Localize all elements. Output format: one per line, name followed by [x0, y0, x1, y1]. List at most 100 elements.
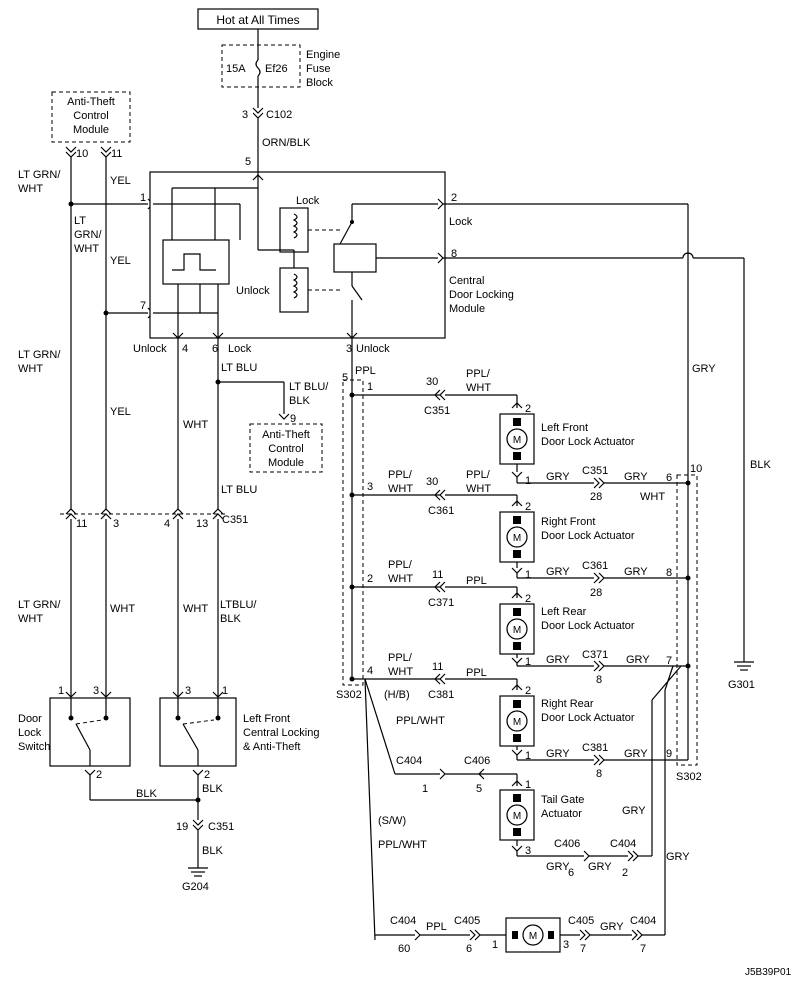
- wire-wht-lfc: WHT: [183, 603, 208, 615]
- svg-text:M: M: [513, 717, 521, 728]
- wire-ltblu-blk-a: LT BLU/: [289, 381, 329, 393]
- rear-motor: M: [505, 917, 561, 953]
- c404-pin-2: 2: [622, 867, 628, 879]
- timer-block: [162, 239, 230, 285]
- c351-pin-19: 19: [176, 821, 188, 833]
- rf-actuator-label-2: Door Lock Actuator: [541, 530, 635, 542]
- module-pin-7: 7: [140, 300, 146, 312]
- c351-label-ground: C351: [208, 821, 234, 833]
- fuse-block-label-1: Engine: [306, 49, 340, 61]
- wire-ltgrn-1b: WHT: [18, 183, 43, 195]
- c404-pin-7: 7: [640, 943, 646, 955]
- lf-actuator-label-2: Door Lock Actuator: [541, 436, 635, 448]
- lr-actuator-label-2: Door Lock Actuator: [541, 620, 635, 632]
- module-pin-8: 8: [451, 248, 457, 260]
- fuse-id: Ef26: [265, 63, 288, 75]
- motor-pin-3: 3: [563, 939, 569, 951]
- dls-label-1: Door: [18, 713, 42, 725]
- fuse-block-label-2: Fuse: [306, 63, 330, 75]
- module-pin-4: 4: [182, 343, 188, 355]
- unlock-coil-label: Unlock: [236, 285, 270, 297]
- c405-pin-6: 6: [466, 943, 472, 955]
- wire-ltgrn-3b: WHT: [18, 363, 43, 375]
- anti-theft-mid-2: Control: [268, 443, 303, 455]
- svg-text:1: 1: [525, 569, 531, 581]
- wire-blk-g301: BLK: [750, 459, 771, 471]
- s302r-pin-9: 9: [666, 748, 672, 760]
- c371-pin-11: 11: [432, 569, 443, 581]
- c404-pin-60: 60: [398, 943, 410, 955]
- wire-gry-tg-vert: GRY: [622, 805, 646, 817]
- c381-label-rr-ret: C381: [582, 742, 608, 754]
- at-pin-11: 11: [111, 148, 122, 160]
- rr-actuator-label-2: Door Lock Actuator: [541, 712, 635, 724]
- c351-pin-30: 30: [426, 376, 438, 388]
- fuse-block-label-3: Block: [306, 77, 333, 89]
- wire-ltblu-blk2-a: LTBLU/: [220, 599, 257, 611]
- wire-ltgrn-4b: WHT: [18, 613, 43, 625]
- at-mid-pin-9: 9: [290, 413, 296, 425]
- splice-s302-left: [342, 379, 364, 686]
- svg-text:1: 1: [525, 656, 531, 668]
- svg-text:M: M: [513, 435, 521, 446]
- lock-pin-label: Lock: [228, 343, 252, 355]
- dls-pin-2: 2: [96, 769, 102, 781]
- wire-orn-blk: ORN/BLK: [262, 137, 311, 149]
- wire-ppl-wht-rf1-b: WHT: [388, 483, 413, 495]
- s302-right-label: S302: [676, 771, 702, 783]
- wire-gry-rf: GRY: [546, 566, 570, 578]
- lock-coil-label: Lock: [296, 195, 320, 207]
- anti-theft-top-2: Control: [73, 110, 108, 122]
- c371-label-lr: C371: [428, 597, 454, 609]
- wire-ltblu-blk-b: BLK: [289, 395, 310, 407]
- lf-actuator-label-1: Left Front: [541, 422, 588, 434]
- c405-label-bottom-r: C405: [568, 915, 594, 927]
- dls-pin-3: 3: [93, 685, 99, 697]
- module-pin-1: 1: [140, 192, 146, 204]
- module-pin-6: 6: [212, 343, 218, 355]
- wire-gry-main: GRY: [692, 363, 716, 375]
- svg-text:M: M: [513, 811, 521, 822]
- unlock-pin-label: Unlock: [133, 343, 167, 355]
- wire-ppl-wht-lr-a: PPL/: [388, 559, 413, 571]
- cdlm-label-3: Module: [449, 303, 485, 315]
- svg-text:2: 2: [525, 403, 531, 415]
- dls-label-3: Switch: [18, 741, 50, 753]
- wire-yel-3: YEL: [110, 406, 131, 418]
- svg-text:1: 1: [525, 475, 531, 487]
- c351-pin-3: 3: [113, 518, 119, 530]
- lr-actuator-label-1: Left Rear: [541, 606, 587, 618]
- fuse-rating: 15A: [226, 63, 246, 75]
- wire-ppl-wht-sw: PPL/WHT: [378, 839, 427, 851]
- wire-wht-lf: WHT: [640, 491, 665, 503]
- wire-gry-rr2: GRY: [624, 748, 648, 760]
- wire-ppl-wht-rf2-b: WHT: [466, 483, 491, 495]
- splice-s302-right: [676, 474, 698, 766]
- tg-actuator-label-1: Tail Gate: [541, 794, 584, 806]
- module-lock-out-label: Lock: [449, 216, 473, 228]
- dls-label-2: Lock: [18, 727, 42, 739]
- s302-pin-5: 5: [342, 372, 348, 384]
- wire-gry-lr2: GRY: [626, 654, 650, 666]
- s302-pin-3: 3: [367, 481, 373, 493]
- c405-pin-7: 7: [580, 943, 586, 955]
- s302-pin-4: 4: [367, 665, 373, 677]
- wire-ppl-wht-hb: PPL/WHT: [396, 715, 445, 727]
- wire-ltgrn-2b: GRN/: [74, 229, 102, 241]
- lfc-label-3: & Anti-Theft: [243, 741, 300, 753]
- c404-label-tg: C404: [396, 755, 422, 767]
- s302r-pin-7: 7: [666, 655, 672, 667]
- rf-actuator-label-1: Right Front: [541, 516, 595, 528]
- wire-ppl-main: PPL: [355, 365, 376, 377]
- wire-ppl-wht-rf2-a: PPL/: [466, 469, 491, 481]
- unlock-relay-coil: [279, 267, 309, 313]
- power-source-label: Hot at All Times: [216, 13, 299, 27]
- c404-pin-1: 1: [422, 783, 428, 795]
- s302-left-label: S302: [336, 689, 362, 701]
- c351-pin-13: 13: [196, 518, 208, 530]
- wire-ppl-bottom: PPL: [426, 921, 447, 933]
- s302r-pin-8: 8: [666, 567, 672, 579]
- c351-label-lf: C351: [424, 405, 450, 417]
- lfc-pin-3: 3: [185, 685, 191, 697]
- c381-pin-8: 8: [596, 768, 602, 780]
